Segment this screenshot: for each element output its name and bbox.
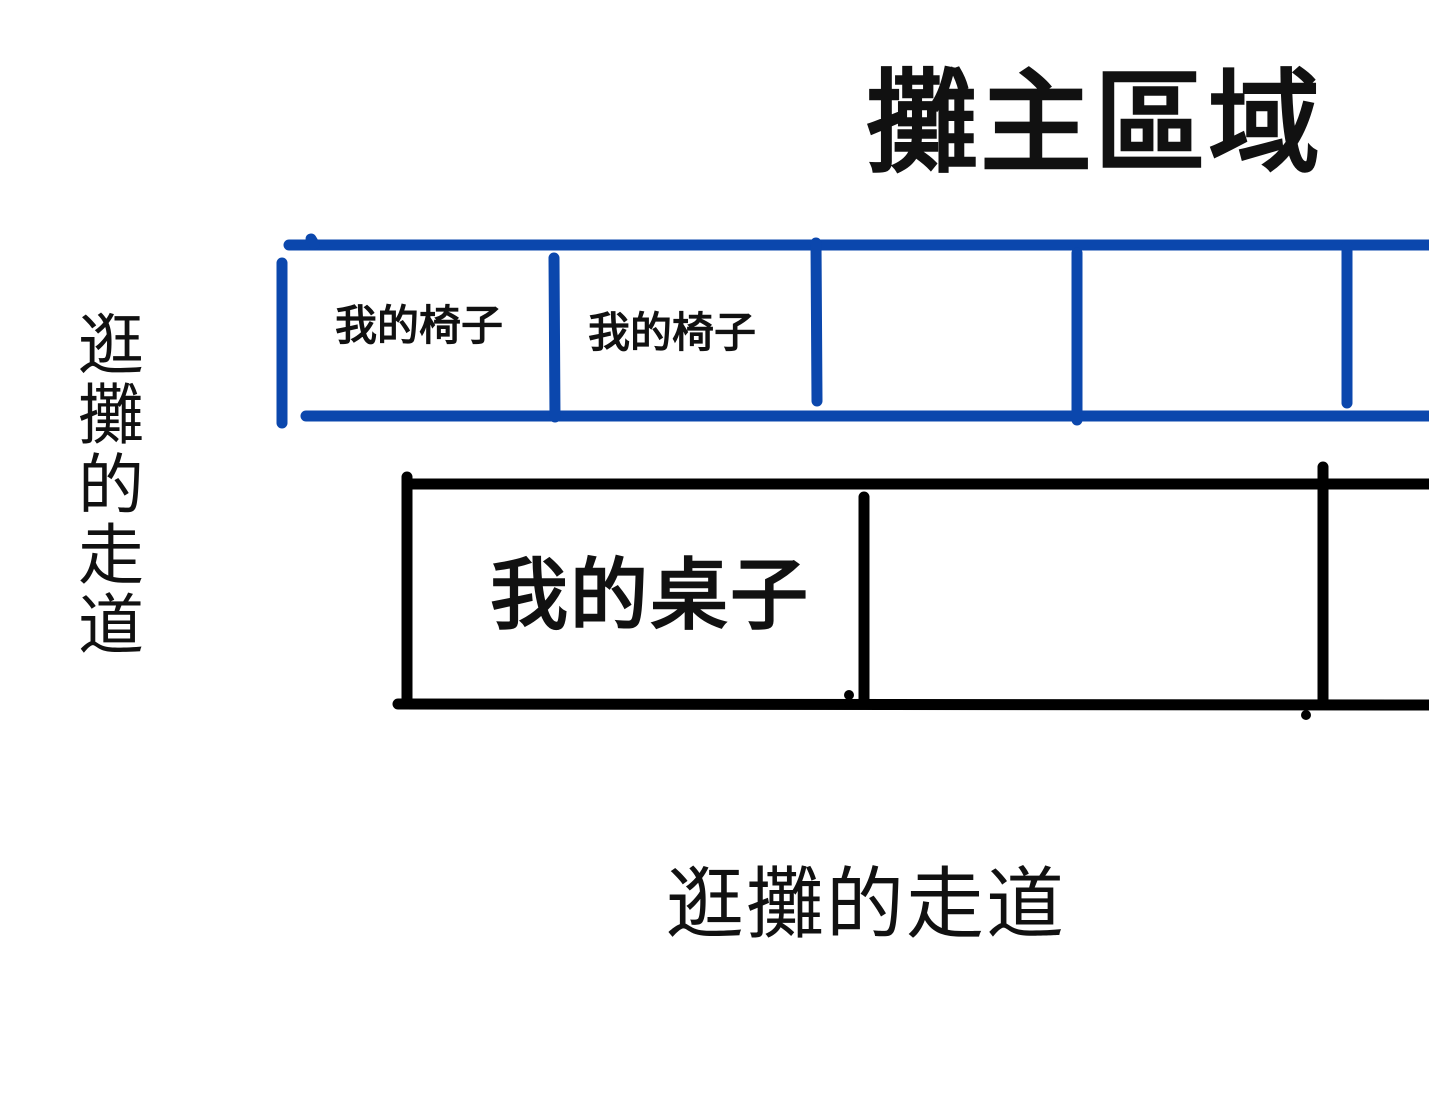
bottom-aisle-label: 逛攤的走道: [666, 860, 1067, 950]
left-aisle-label: 逛攤的走道: [67, 310, 144, 660]
desk-row: [392, 461, 1429, 711]
chair-divider: [548, 252, 561, 423]
chair-divider: [810, 237, 823, 407]
desk-row-bottom-border: [392, 698, 1429, 711]
vendor-area-title: 攤主區域: [866, 59, 1322, 189]
chair-label: 我的椅子: [588, 308, 757, 357]
chair-row: [276, 233, 1429, 429]
pen-dot: [844, 690, 854, 700]
chair-row-tick: [305, 233, 320, 250]
chair-label: 我的椅子: [335, 301, 504, 350]
desk-label: 我的桌子: [490, 551, 811, 641]
pen-dot: [1301, 710, 1311, 720]
